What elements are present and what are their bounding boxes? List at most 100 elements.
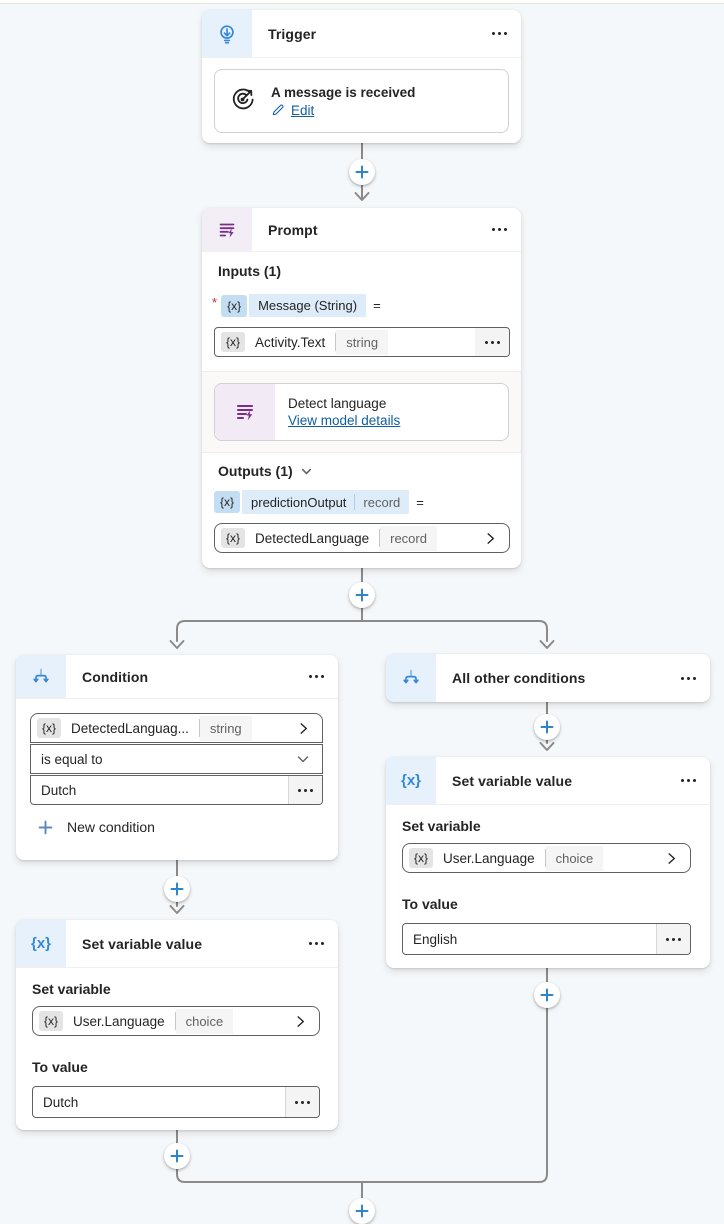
more-button[interactable] bbox=[288, 776, 322, 804]
more-ellipsis-icon bbox=[309, 675, 324, 678]
edit-label: Edit bbox=[291, 102, 315, 118]
more-button[interactable] bbox=[675, 773, 710, 788]
variable-chip: {x} bbox=[214, 491, 241, 513]
condition-value: Dutch bbox=[41, 782, 77, 798]
variable-chip: {x} bbox=[39, 1011, 64, 1031]
chevron-down-icon[interactable] bbox=[300, 465, 313, 478]
to-value-input[interactable]: Dutch bbox=[32, 1086, 320, 1118]
prompt-node[interactable]: Prompt Inputs (1) * {x} Message (String)… bbox=[202, 208, 521, 568]
condition-value-input[interactable]: Dutch bbox=[30, 775, 323, 805]
set-variable-label: Set variable bbox=[32, 981, 111, 997]
model-name: Detect language bbox=[288, 396, 387, 411]
canvas-top-border bbox=[0, 0, 724, 4]
detected-language-output[interactable]: {x} DetectedLanguage record bbox=[214, 523, 510, 553]
to-value-label: To value bbox=[402, 896, 458, 912]
branch-icon bbox=[386, 654, 436, 702]
insert-node-button[interactable] bbox=[349, 1198, 375, 1224]
node-title: Prompt bbox=[268, 221, 318, 238]
divider bbox=[544, 849, 546, 867]
type-tag: choice bbox=[545, 845, 604, 871]
more-button[interactable] bbox=[656, 924, 690, 954]
chevron-right-icon bbox=[472, 532, 509, 545]
target-arrow-icon bbox=[229, 86, 256, 116]
more-button[interactable] bbox=[475, 328, 509, 356]
node-title: Set variable value bbox=[452, 772, 573, 789]
set-variable-node-right[interactable]: {x} Set variable value Set variable {x} … bbox=[386, 757, 710, 968]
trigger-node-header[interactable]: Trigger bbox=[202, 10, 521, 58]
equals-sign: = bbox=[373, 298, 381, 313]
more-ellipsis-icon bbox=[484, 340, 500, 344]
divider bbox=[379, 529, 381, 547]
set-variable-node-left[interactable]: {x} Set variable value Set variable {x} … bbox=[16, 920, 338, 1130]
more-button[interactable] bbox=[486, 26, 521, 41]
variable-x-glyph: {x} bbox=[400, 772, 422, 789]
more-button[interactable] bbox=[303, 669, 338, 684]
all-other-conditions-header[interactable]: All other conditions bbox=[386, 654, 710, 702]
more-button[interactable] bbox=[675, 671, 710, 686]
model-card: Detect language View model details bbox=[214, 383, 509, 441]
plus-icon bbox=[355, 588, 369, 602]
condition-operand-box[interactable]: {x} DetectedLanguag... string bbox=[30, 713, 323, 743]
insert-node-button[interactable] bbox=[534, 714, 560, 740]
variable-picker[interactable]: {x} User.Language choice bbox=[32, 1006, 320, 1036]
insert-node-button[interactable] bbox=[534, 982, 560, 1008]
prediction-output-row: {x} predictionOutput record = bbox=[214, 490, 424, 514]
set-variable-header[interactable]: {x} Set variable value bbox=[16, 920, 338, 968]
insert-node-button[interactable] bbox=[349, 582, 375, 608]
plus-icon bbox=[355, 1204, 369, 1218]
insert-node-button[interactable] bbox=[164, 1143, 190, 1169]
more-button[interactable] bbox=[303, 936, 338, 951]
insert-node-button[interactable] bbox=[164, 876, 190, 902]
all-other-conditions-node[interactable]: All other conditions bbox=[386, 654, 710, 702]
plus-icon bbox=[38, 820, 53, 834]
prompt-node-header[interactable]: Prompt bbox=[202, 208, 521, 252]
message-parameter-row: * {x} Message (String) = bbox=[212, 294, 381, 317]
insert-node-button[interactable] bbox=[349, 159, 375, 185]
variable-chip: {x} bbox=[221, 528, 246, 548]
new-condition-button[interactable]: New condition bbox=[38, 819, 155, 835]
plus-icon bbox=[170, 1149, 184, 1163]
outputs-label-text: Outputs (1) bbox=[218, 463, 293, 479]
variable-chip: {x} bbox=[37, 718, 62, 738]
more-ellipsis-icon bbox=[298, 788, 313, 792]
to-value-input[interactable]: English bbox=[402, 923, 691, 955]
chevron-down-icon bbox=[284, 752, 322, 766]
plus-icon bbox=[355, 165, 369, 179]
more-button[interactable] bbox=[285, 1087, 319, 1117]
pencil-icon bbox=[272, 104, 284, 116]
node-title: Set variable value bbox=[82, 935, 203, 952]
view-model-details-link[interactable]: View model details bbox=[288, 413, 401, 428]
to-value: Dutch bbox=[43, 1094, 79, 1110]
condition-node-header[interactable]: Condition bbox=[16, 655, 338, 699]
chevron-right-icon bbox=[285, 722, 322, 735]
variable-picker[interactable]: {x} User.Language choice bbox=[402, 843, 691, 873]
divider bbox=[174, 1012, 176, 1030]
type-tag: string bbox=[336, 329, 389, 355]
divider bbox=[198, 719, 200, 737]
type-tag: choice bbox=[175, 1008, 234, 1034]
divider bbox=[335, 333, 337, 351]
new-condition-label: New condition bbox=[67, 819, 155, 835]
divider bbox=[354, 494, 356, 510]
output-name: predictionOutput bbox=[251, 494, 347, 510]
trigger-node[interactable]: Trigger A message is received Edit bbox=[202, 10, 521, 143]
more-ellipsis-icon bbox=[492, 228, 507, 231]
more-button[interactable] bbox=[486, 222, 521, 237]
edit-link[interactable]: Edit bbox=[271, 103, 415, 118]
activity-text-input[interactable]: {x} Activity.Text string bbox=[214, 327, 510, 357]
variable-chip: {x} bbox=[221, 294, 248, 317]
plus-icon bbox=[170, 882, 184, 896]
value-name: Activity.Text bbox=[255, 334, 326, 350]
parameter-name: Message (String) bbox=[258, 298, 358, 313]
type-tag: record bbox=[363, 494, 401, 510]
condition-node[interactable]: Condition {x} DetectedLanguag... string … bbox=[16, 655, 338, 860]
node-title: Condition bbox=[82, 668, 149, 685]
condition-operator-dropdown[interactable]: is equal to bbox=[30, 744, 323, 774]
set-variable-header[interactable]: {x} Set variable value bbox=[386, 757, 710, 805]
operator-value: is equal to bbox=[41, 751, 103, 767]
more-ellipsis-icon bbox=[681, 676, 696, 680]
type-tag: string bbox=[199, 715, 252, 741]
inputs-section-label: Inputs (1) bbox=[218, 263, 281, 279]
value-name: User.Language bbox=[443, 850, 535, 866]
